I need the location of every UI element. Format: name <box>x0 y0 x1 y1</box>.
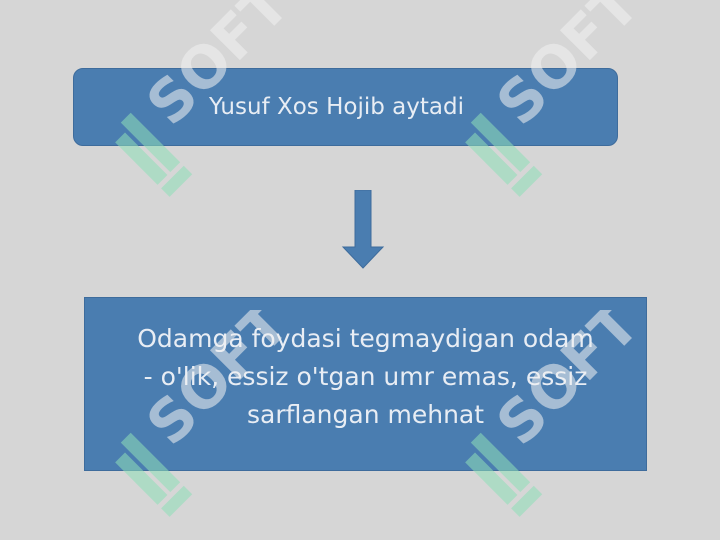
bottom-box: Odamga foydasi tegmaydigan odam - o'lik,… <box>84 297 647 471</box>
bottom-box-line-3: sarflangan mehnat <box>246 400 485 429</box>
top-box-text: Yusuf Xos Hojib aytadi <box>209 94 464 120</box>
bottom-box-line-1: Odamga foydasi tegmaydigan odam <box>137 324 594 353</box>
bottom-box-line-2: - o'lik, essiz o'tgan umr emas, essiz <box>143 362 588 391</box>
top-box: Yusuf Xos Hojib aytadi <box>73 68 618 146</box>
down-arrow-icon <box>341 190 385 269</box>
bottom-box-text: Odamga foydasi tegmaydigan odam - o'lik,… <box>93 320 638 434</box>
